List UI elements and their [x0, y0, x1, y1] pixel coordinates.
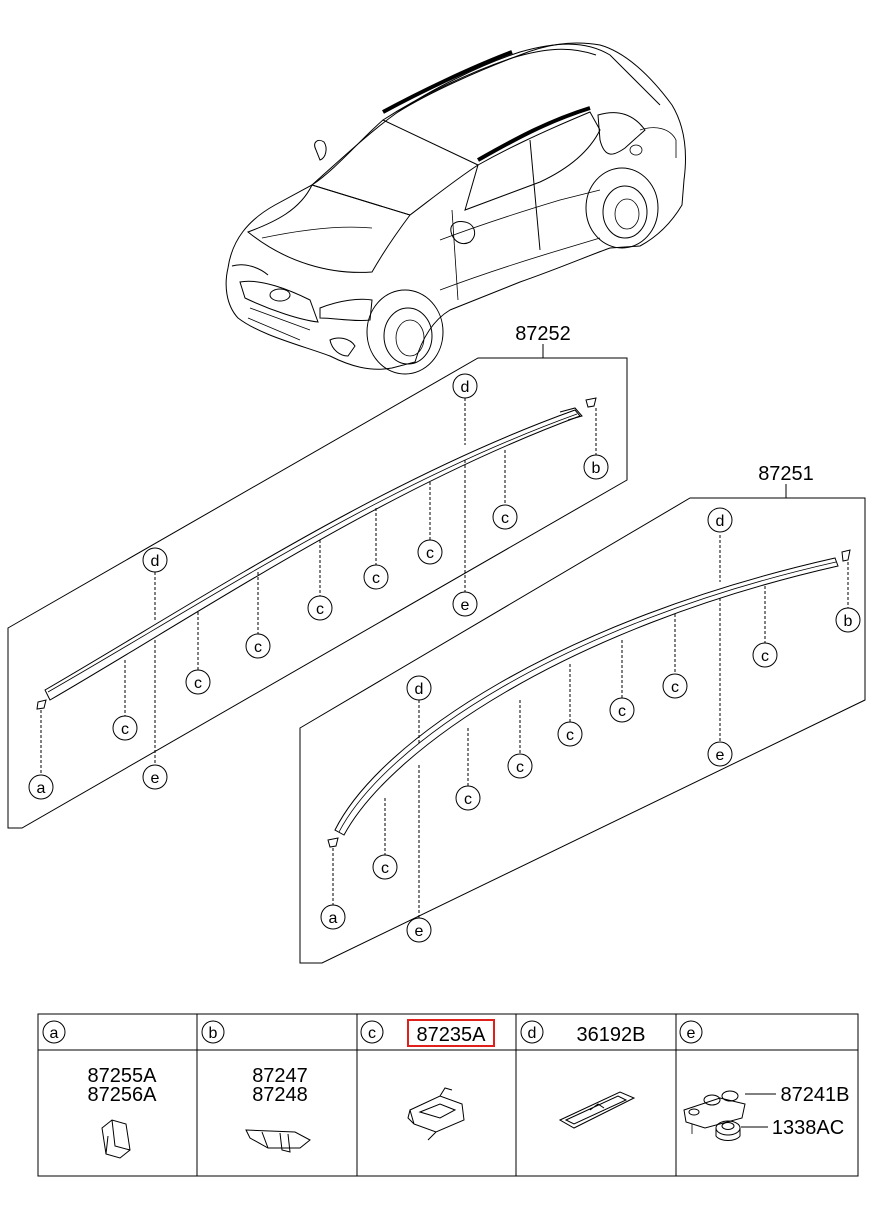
callout-c-lower-4: c: [557, 721, 583, 747]
svg-text:c: c: [194, 675, 202, 692]
svg-text:c: c: [566, 727, 574, 744]
table-column-a: a 87255A 87256A: [42, 1020, 158, 1159]
callout-d-lower-2: d: [707, 507, 733, 533]
nut-e-icon: [715, 1120, 741, 1141]
svg-text:d: d: [461, 379, 470, 396]
clip-e-icon: [683, 1090, 746, 1134]
callout-a-lower: a: [320, 904, 346, 930]
svg-text:c: c: [254, 639, 262, 656]
car-illustration: [225, 42, 686, 375]
svg-text:c: c: [316, 601, 324, 618]
clip-c-icon: [407, 1087, 465, 1141]
column-e-part-1: 87241B: [781, 1084, 850, 1106]
column-c-header-part: 87235A: [417, 1024, 487, 1046]
column-b-part-1: 87247: [252, 1065, 308, 1087]
column-e-letter: e: [687, 1025, 696, 1042]
callout-e-lower-2: e: [707, 741, 733, 767]
svg-text:b: b: [844, 613, 853, 630]
svg-text:e: e: [415, 923, 424, 940]
clip-d-icon: [558, 1091, 636, 1129]
callout-b-upper: b: [583, 454, 609, 480]
callout-c-upper-1: c: [112, 715, 138, 741]
upper-assembly-part-number: 87252: [515, 323, 571, 345]
callout-c-upper-4: c: [307, 595, 333, 621]
clip-b-icon: [245, 1129, 311, 1153]
svg-text:c: c: [426, 545, 434, 562]
svg-text:c: c: [381, 860, 389, 877]
svg-text:e: e: [461, 597, 470, 614]
callout-b-lower: b: [835, 607, 861, 633]
callout-e-lower-1: e: [406, 917, 432, 943]
svg-text:c: c: [372, 570, 380, 587]
callout-c-lower-3: c: [507, 753, 533, 779]
svg-text:c: c: [671, 679, 679, 696]
callout-c-lower-6: c: [662, 673, 688, 699]
highlight-box: [407, 1019, 495, 1047]
column-d-letter: d: [528, 1025, 537, 1042]
lower-assembly: 87251: [299, 463, 866, 964]
svg-text:d: d: [415, 681, 424, 698]
callout-c-lower-5: c: [609, 697, 635, 723]
column-a-part-1: 87255A: [88, 1065, 158, 1087]
svg-text:c: c: [516, 759, 524, 776]
svg-text:e: e: [151, 770, 160, 787]
callout-d-lower-1: d: [406, 675, 432, 701]
svg-text:b: b: [592, 460, 601, 477]
column-b-letter: b: [209, 1025, 218, 1042]
svg-text:a: a: [37, 780, 46, 797]
column-a-letter: a: [50, 1025, 59, 1042]
svg-text:d: d: [716, 513, 725, 530]
callout-d-upper-2: d: [452, 373, 478, 399]
callout-c-upper-3: c: [245, 633, 271, 659]
svg-text:d: d: [151, 553, 160, 570]
column-b-part-2: 87248: [252, 1084, 308, 1106]
parts-legend-table: a 87255A 87256A b 87247 87248 c 87235A d…: [37, 1013, 859, 1177]
callout-c-upper-2: c: [185, 669, 211, 695]
lower-assembly-part-number: 87251: [758, 463, 814, 485]
column-d-header-part: 36192B: [577, 1024, 646, 1046]
svg-text:c: c: [618, 703, 626, 720]
upper-assembly: 87252: [7, 323, 628, 829]
callout-c-upper-5: c: [363, 564, 389, 590]
clip-a-icon: [101, 1119, 131, 1159]
callout-d-upper-1: d: [142, 547, 168, 573]
svg-text:a: a: [329, 910, 338, 927]
svg-text:e: e: [716, 747, 725, 764]
svg-text:c: c: [121, 721, 129, 738]
callout-a-upper: a: [28, 774, 54, 800]
table-column-e: e 87241B 1338AC: [679, 1020, 850, 1141]
table-column-d: d 36192B: [520, 1020, 646, 1129]
svg-text:c: c: [464, 791, 472, 808]
table-column-b: b 87247 87248: [201, 1020, 311, 1153]
svg-text:c: c: [501, 510, 509, 527]
column-a-part-2: 87256A: [88, 1084, 158, 1106]
svg-text:c: c: [761, 648, 769, 665]
column-e-part-2: 1338AC: [772, 1117, 844, 1139]
callout-c-lower-7: c: [752, 642, 778, 668]
callout-c-lower-1: c: [372, 854, 398, 880]
column-c-letter: c: [368, 1025, 376, 1042]
table-column-c: c 87235A: [360, 1019, 495, 1141]
callout-c-lower-2: c: [455, 785, 481, 811]
callout-e-upper-1: e: [142, 764, 168, 790]
callouts: a b c c c c c c c d d e e a b c c c c c …: [28, 373, 861, 943]
callout-e-upper-2: e: [452, 591, 478, 617]
callout-c-upper-7: c: [492, 504, 518, 530]
callout-c-upper-6: c: [417, 539, 443, 565]
